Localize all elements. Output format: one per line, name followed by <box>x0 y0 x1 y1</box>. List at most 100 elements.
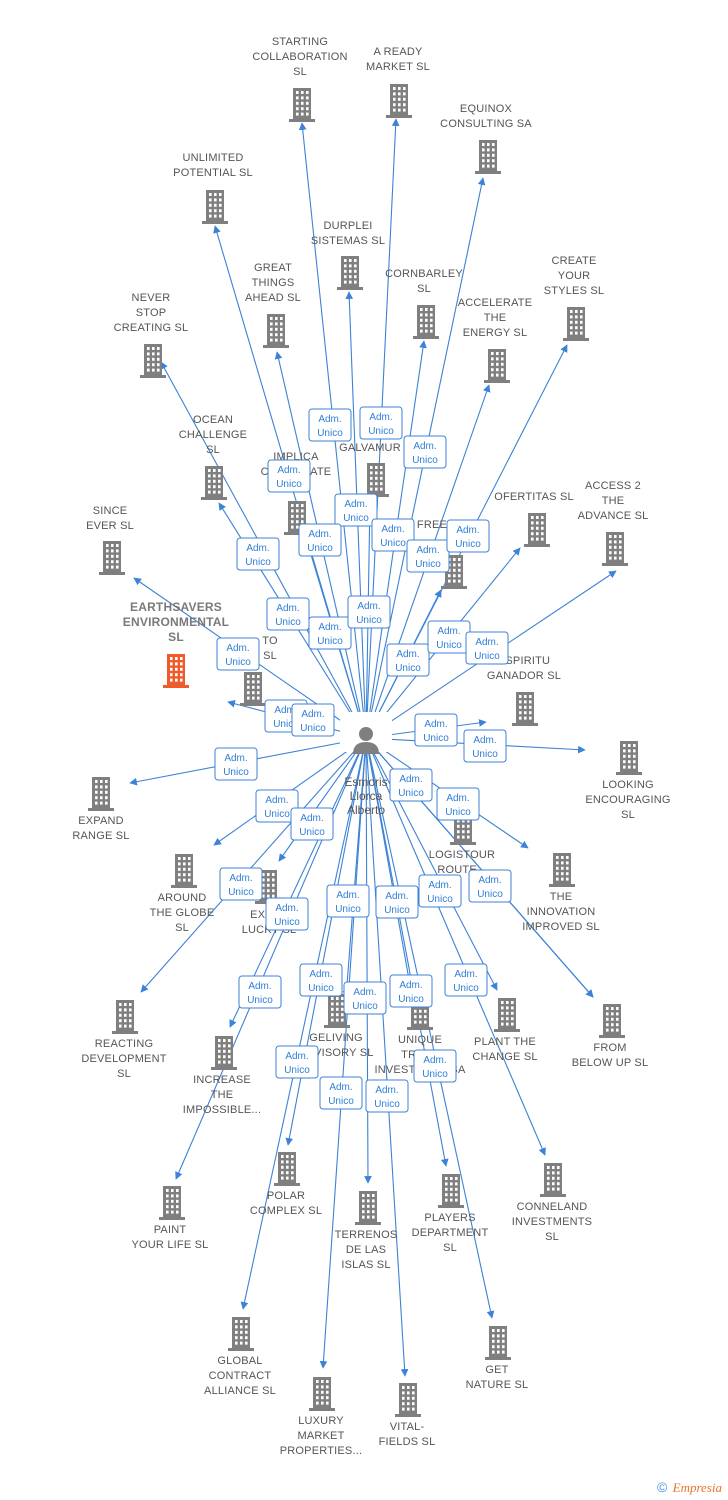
role-badge[interactable]: Adm.Unico <box>299 963 343 997</box>
company-node-luxury[interactable]: LUXURYMARKETPROPERTIES... <box>280 1377 362 1457</box>
role-badge[interactable]: Adm.Unico <box>266 597 310 631</box>
company-label-durplei: DURPLEI <box>323 220 372 232</box>
role-label: Unico <box>276 479 302 490</box>
company-node-vital[interactable]: VITAL-FIELDS SL <box>379 1383 436 1448</box>
role-badge[interactable]: Adm.Unico <box>468 869 512 903</box>
building-icon <box>88 777 114 811</box>
building-icon <box>171 854 197 888</box>
role-badge[interactable]: Adm.Unico <box>389 974 433 1008</box>
role-badge[interactable]: Adm.Unico <box>308 616 352 650</box>
role-badge[interactable]: Adm.Unico <box>219 867 263 901</box>
role-badge[interactable]: Adm.Unico <box>326 884 370 918</box>
role-badge[interactable]: Adm.Unico <box>275 1045 319 1079</box>
role-badge[interactable]: Adm.Unico <box>444 963 488 997</box>
company-label-since: EVER SL <box>86 520 134 532</box>
role-badge[interactable]: Adm.Unico <box>463 729 507 763</box>
role-badge[interactable]: Adm.Unico <box>418 874 462 908</box>
role-badge[interactable]: Adm.Unico <box>308 408 352 442</box>
role-label: Unico <box>299 827 325 838</box>
company-label-ocean: CHALLENGE <box>179 429 247 441</box>
role-label: Unico <box>274 917 300 928</box>
role-badge[interactable]: Adm.Unico <box>319 1076 363 1110</box>
building-icon <box>228 1317 254 1351</box>
role-badge[interactable]: Adm.Unico <box>334 493 378 527</box>
role-badge[interactable]: Adm.Unico <box>236 537 280 571</box>
role-badge[interactable]: Adm.Unico <box>414 713 458 747</box>
role-badge[interactable]: Adm.Unico <box>290 807 334 841</box>
company-node-increase[interactable]: INCREASETHEIMPOSSIBLE... <box>183 1036 261 1116</box>
role-badge[interactable]: Adm.Unico <box>446 519 490 553</box>
role-badge[interactable]: Adm.Unico <box>403 435 447 469</box>
company-node-ofertitas[interactable]: OFERTITAS SL <box>494 491 574 547</box>
role-label: Unico <box>472 749 498 760</box>
role-badge[interactable]: Adm.Unico <box>436 787 480 821</box>
role-badge[interactable]: Adm.Unico <box>214 747 258 781</box>
company-label-global: GLOBAL <box>217 1355 262 1367</box>
building-icon <box>163 654 189 688</box>
role-label: Unico <box>307 543 333 554</box>
role-badge[interactable]: Adm.Unico <box>389 768 433 802</box>
role-badge[interactable]: Adm.Unico <box>216 637 260 671</box>
role-badge[interactable]: Adm.Unico <box>255 789 299 823</box>
role-badge[interactable]: Adm.Unico <box>298 523 342 557</box>
role-label: Adm. <box>423 1055 446 1066</box>
role-badge[interactable]: Adm.Unico <box>371 518 415 552</box>
role-badge[interactable]: Adm.Unico <box>365 1079 409 1113</box>
role-badge[interactable]: Adm.Unico <box>406 539 450 573</box>
role-badge[interactable]: Adm.Unico <box>343 981 387 1015</box>
role-label: Unico <box>427 894 453 905</box>
role-badge[interactable]: Adm.Unico <box>386 643 430 677</box>
role-label: Adm. <box>399 980 422 991</box>
building-icon <box>386 84 412 118</box>
role-badge[interactable]: Adm.Unico <box>427 620 471 654</box>
company-node-galvamur[interactable]: GALVAMUR <box>339 442 401 497</box>
role-badge[interactable]: Adm.Unico <box>359 406 403 440</box>
company-label-around: THE GLOBE <box>150 907 215 919</box>
role-label: Unico <box>412 455 438 466</box>
company-label-never: CREATING SL <box>114 322 189 334</box>
role-badge[interactable]: Adm.Unico <box>267 459 311 493</box>
company-label-accelerate: ENERGY SL <box>463 327 528 339</box>
role-badge[interactable]: Adm.Unico <box>238 975 282 1009</box>
role-badge[interactable]: Adm.Unico <box>465 631 509 665</box>
role-label: Adm. <box>385 891 408 902</box>
role-badge[interactable]: Adm.Unico <box>413 1049 457 1083</box>
role-badge[interactable]: Adm.Unico <box>291 703 335 737</box>
role-badge[interactable]: Adm.Unico <box>347 595 391 629</box>
role-badge[interactable]: Adm.Unico <box>265 897 309 931</box>
role-badge[interactable]: Adm.Unico <box>375 885 419 919</box>
brand-logo[interactable]: Empresia <box>672 1480 722 1495</box>
company-label-innovation: IMPROVED SL <box>522 921 599 933</box>
